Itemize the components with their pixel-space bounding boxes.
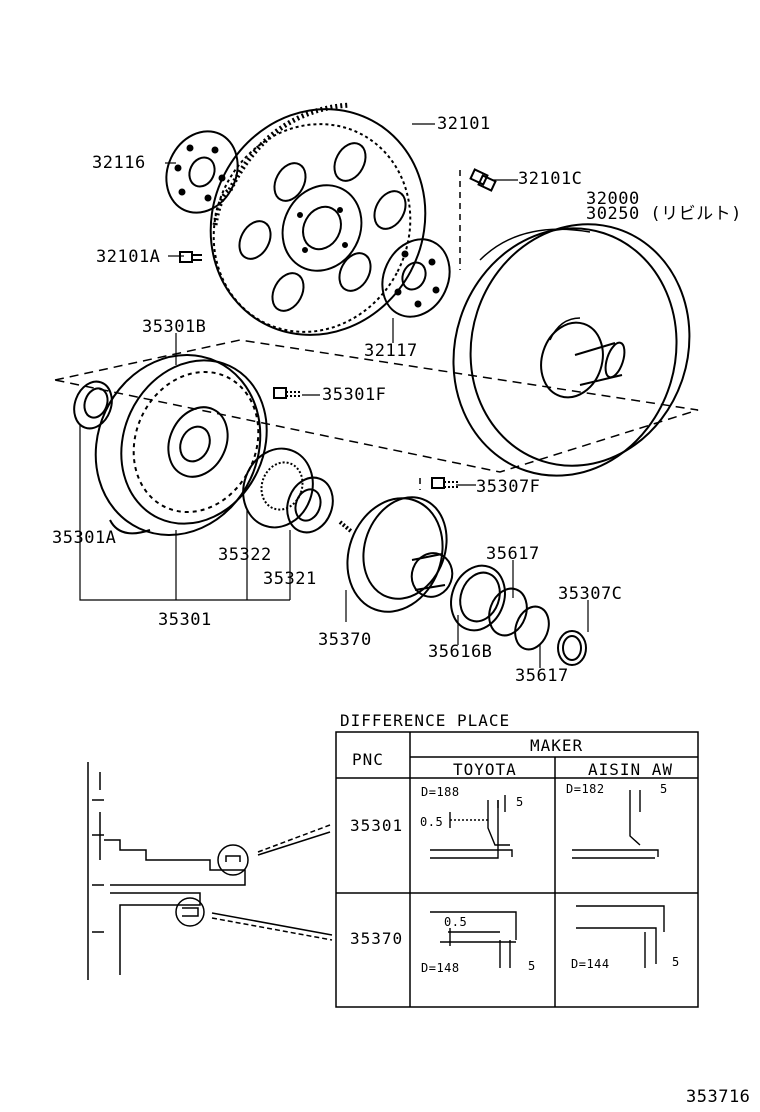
toyota-35301-detail bbox=[430, 795, 513, 859]
part-label-32116: 32116 bbox=[92, 153, 146, 173]
aisin-35370-diameter: D=144 bbox=[571, 957, 610, 971]
part-label-35301F: 35301F bbox=[322, 385, 387, 405]
part-label-35321: 35321 bbox=[263, 569, 317, 589]
oil-seal-35301A bbox=[73, 380, 113, 430]
leader-lines bbox=[79, 123, 589, 668]
part-label-35301A: 35301A bbox=[52, 528, 117, 548]
seal-ring-35617-b bbox=[514, 605, 550, 651]
drive-plate bbox=[209, 102, 427, 336]
cross-section-sketch bbox=[87, 762, 333, 980]
part-label-35307F: 35307F bbox=[476, 477, 541, 497]
part-label-32101A: 32101A bbox=[96, 247, 161, 267]
seal-ring-35617-a bbox=[488, 587, 528, 637]
table-header-aisin: AISIN AW bbox=[588, 760, 674, 779]
part-label-32117: 32117 bbox=[364, 341, 418, 361]
table-header-toyota: TOYOTA bbox=[453, 760, 517, 779]
seal-35307C bbox=[557, 630, 587, 666]
bolt-35307F bbox=[431, 477, 458, 489]
difference-table-title: DIFFERENCE PLACE bbox=[340, 711, 511, 730]
figure-id: 353716 bbox=[686, 1087, 751, 1107]
aisin-35301-diameter: D=182 bbox=[566, 782, 605, 796]
part-label-35617-top: 35617 bbox=[486, 544, 540, 564]
bolt-32101A bbox=[179, 251, 202, 263]
part-label-35617-bottom: 35617 bbox=[515, 666, 569, 686]
part-label-32101C: 32101C bbox=[518, 169, 583, 189]
bolt-32101C bbox=[469, 168, 497, 192]
part-label-32000: 32000 bbox=[586, 189, 640, 209]
table-pnc-35301: 35301 bbox=[350, 816, 404, 835]
part-label-35301B: 35301B bbox=[142, 317, 207, 337]
table-header-maker: MAKER bbox=[530, 736, 584, 755]
bolt-35301F bbox=[273, 387, 300, 399]
pump-gear-35321 bbox=[286, 476, 334, 534]
ring-35616B bbox=[450, 564, 506, 632]
toyota-35370-thickness: 5 bbox=[528, 959, 536, 973]
toyota-35370-diameter: D=148 bbox=[421, 961, 460, 975]
table-header-pnc: PNC bbox=[352, 750, 384, 769]
toyota-35301-thickness: 5 bbox=[516, 795, 524, 809]
stator-shaft bbox=[338, 496, 454, 613]
part-label-30250: 30250 (リビルト) bbox=[586, 204, 742, 224]
spacer-plate-32117 bbox=[381, 238, 451, 318]
part-label-35301: 35301 bbox=[158, 610, 212, 630]
toyota-35370-step: 0.5 bbox=[444, 915, 468, 929]
aisin-35301-detail bbox=[572, 790, 659, 859]
part-label-35616B: 35616B bbox=[428, 642, 493, 662]
part-label-32101: 32101 bbox=[437, 114, 491, 134]
aisin-35370-thickness: 5 bbox=[672, 955, 680, 969]
part-label-35322: 35322 bbox=[218, 545, 272, 565]
toyota-35301-step: 0.5 bbox=[420, 815, 444, 829]
toyota-35370-detail bbox=[430, 911, 517, 968]
aisin-35370-detail bbox=[576, 905, 665, 968]
spacer-plate-32116 bbox=[165, 130, 239, 214]
toyota-35301-diameter: D=188 bbox=[421, 785, 460, 799]
torque-converter bbox=[452, 223, 691, 477]
aisin-35301-thickness: 5 bbox=[660, 782, 668, 796]
table-pnc-35370: 35370 bbox=[350, 929, 404, 948]
part-label-35307C: 35307C bbox=[558, 584, 623, 604]
difference-table-grid bbox=[335, 731, 699, 1008]
assembly-guide-line bbox=[54, 339, 699, 473]
part-label-35370: 35370 bbox=[318, 630, 372, 650]
